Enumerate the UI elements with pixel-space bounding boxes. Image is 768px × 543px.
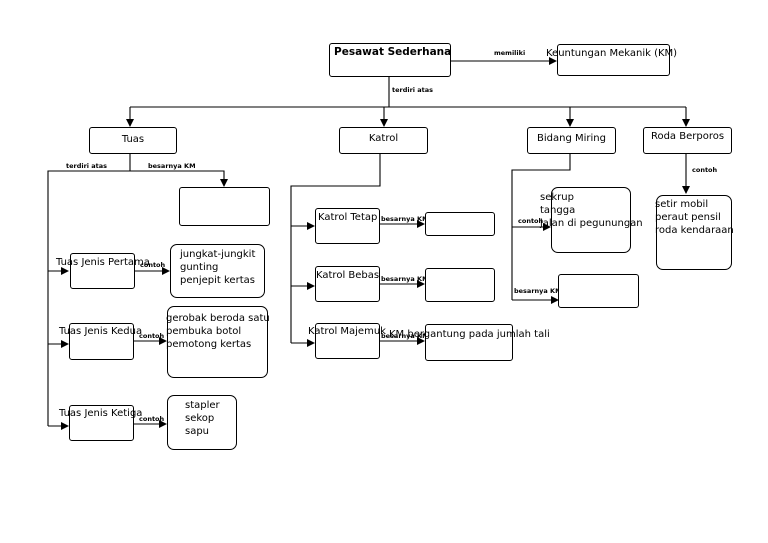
edge-label-contoh-1: contoh bbox=[140, 261, 166, 269]
tuas-type-2-example: gerobak beroda satu bbox=[166, 313, 270, 324]
katrol-type-3-node bbox=[315, 323, 380, 359]
katrol-type-2-label: Katrol Bebas bbox=[316, 270, 380, 281]
category-katrol: Katrol bbox=[339, 127, 428, 154]
tuas-type-3-label: Tuas Jenis Ketiga bbox=[59, 408, 143, 419]
katrol-type-3-value bbox=[425, 324, 513, 361]
edge-label-roda-contoh: contoh bbox=[692, 166, 718, 174]
edge-label-root-terdiri: terdiri atas bbox=[392, 86, 434, 94]
katrol-type-1-value bbox=[425, 212, 495, 236]
tuas-type-3-example: stapler bbox=[185, 400, 220, 411]
katrol-type-2-node: Katrol Bebas bbox=[315, 266, 380, 302]
roda-example: roda kendaraan bbox=[655, 225, 734, 236]
tuas-type-3-example: sapu bbox=[185, 426, 210, 437]
edge-label-katrol-km-2: besarnya KM bbox=[381, 275, 429, 283]
katrol-type-3-label: Katrol Majemuk bbox=[308, 326, 386, 337]
katrol-type-2-value bbox=[425, 268, 495, 302]
tuas-type-2-example: pemotong kertas bbox=[166, 339, 252, 350]
tuas-type-2-label: Tuas Jenis Kedua bbox=[59, 326, 143, 337]
keuntungan-node: Keuntungan Mekanik (KM) bbox=[546, 44, 677, 76]
bidang-km-node bbox=[558, 274, 639, 308]
katrol-type-1-node: Katrol Tetap bbox=[315, 208, 380, 244]
category-bidang-miring: Bidang Miring bbox=[527, 127, 616, 154]
root-title: Pesawat Sederhana bbox=[334, 46, 452, 58]
edge-label-tuas-km: besarnya KM bbox=[148, 162, 196, 170]
tuas-km-node bbox=[179, 187, 270, 226]
roda-examples-node: setir mobil peraut pensil roda kendaraan bbox=[655, 195, 734, 270]
katrol-type-1-label: Katrol Tetap bbox=[318, 212, 378, 223]
keuntungan-label: Keuntungan Mekanik (KM) bbox=[546, 48, 678, 59]
edge-label-contoh-3: contoh bbox=[139, 415, 165, 423]
tuas-type-2-examples: gerobak beroda satu pembuka botol pemoto… bbox=[166, 306, 270, 378]
edge-label-bidang-km: besarnya KM bbox=[514, 287, 562, 295]
root-node: Pesawat Sederhana bbox=[329, 43, 451, 77]
category-bidang-miring-label: Bidang Miring bbox=[537, 133, 606, 144]
tuas-type-1-node bbox=[70, 253, 135, 289]
bidang-example: tangga bbox=[540, 205, 576, 216]
category-tuas-label: Tuas bbox=[121, 134, 145, 145]
category-roda-berporos: Roda Berporos bbox=[643, 127, 732, 154]
tuas-type-1-examples: jungkat-jungkit gunting penjepit kertas bbox=[170, 244, 265, 298]
category-roda-berporos-label: Roda Berporos bbox=[650, 131, 725, 142]
edge-label-katrol-km-3: besarnya KM bbox=[381, 332, 429, 340]
roda-example: setir mobil bbox=[655, 199, 709, 210]
edge-label-bidang-contoh: contoh bbox=[518, 217, 544, 225]
bidang-examples-node: sekrup tangga jalan di pegunungan bbox=[540, 187, 643, 253]
tuas-type-1-label: Tuas Jenis Pertama bbox=[56, 257, 150, 268]
tuas-type-3-example: sekop bbox=[185, 413, 215, 424]
edge-label-contoh-2: contoh bbox=[139, 332, 165, 340]
category-tuas: Tuas bbox=[89, 127, 177, 154]
roda-example: peraut pensil bbox=[655, 212, 721, 223]
edge-label-tuas-terdiri: terdiri atas bbox=[66, 162, 108, 170]
category-katrol-label: Katrol bbox=[368, 133, 399, 144]
bidang-example: sekrup bbox=[540, 192, 574, 203]
tuas-type-2-example: pembuka botol bbox=[166, 326, 242, 337]
katrol-type-3-value-text: KM bergantung pada jumlah tali bbox=[389, 329, 550, 340]
bidang-example: jalan di pegunungan bbox=[540, 218, 643, 229]
edge-label-katrol-km-1: besarnya KM bbox=[381, 215, 429, 223]
tuas-type-3-node bbox=[69, 405, 134, 441]
tuas-type-1-example: penjepit kertas bbox=[180, 275, 255, 286]
tuas-type-1-example: gunting bbox=[180, 262, 219, 273]
tuas-type-1-example: jungkat-jungkit bbox=[180, 249, 256, 260]
edge-label-memiliki: memiliki bbox=[494, 49, 526, 57]
tuas-type-2-node bbox=[69, 323, 134, 360]
tuas-type-3-examples: stapler sekop sapu bbox=[167, 395, 237, 450]
